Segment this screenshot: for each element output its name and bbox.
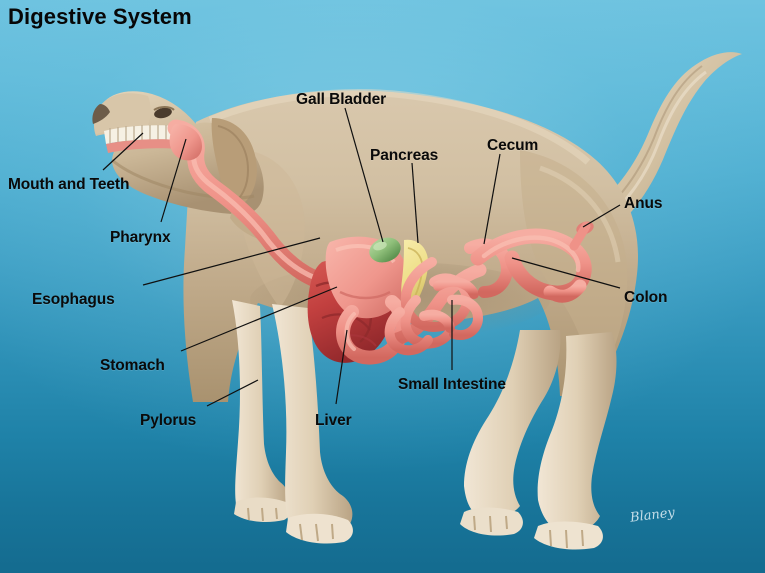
label-pancreas: Pancreas bbox=[370, 147, 439, 164]
label-anus: Anus bbox=[624, 195, 663, 212]
label-pylorus: Pylorus bbox=[140, 412, 197, 429]
leader-line-mouth-and-teeth bbox=[102, 132, 144, 171]
leader-lines bbox=[102, 107, 621, 407]
leader-line-anus bbox=[582, 204, 621, 228]
label-stomach: Stomach bbox=[100, 357, 165, 374]
leader-line-liver bbox=[335, 329, 348, 405]
small-intestine bbox=[384, 257, 484, 356]
label-esophagus: Esophagus bbox=[32, 291, 115, 308]
page-title: Digestive System bbox=[8, 4, 192, 29]
leader-line-esophagus bbox=[142, 237, 321, 286]
pharynx-region bbox=[169, 124, 202, 161]
label-cecum: Cecum bbox=[487, 137, 539, 154]
gall-bladder bbox=[369, 237, 401, 263]
leader-line-cecum bbox=[483, 153, 501, 245]
label-mouth-and-teeth: Mouth and Teeth bbox=[8, 176, 130, 193]
label-colon: Colon bbox=[624, 289, 668, 306]
leader-line-pylorus bbox=[206, 379, 259, 407]
dog-front-legs bbox=[232, 300, 353, 544]
colon-tube bbox=[470, 228, 592, 303]
label-small-intestine: Small Intestine bbox=[398, 376, 506, 393]
anus-opening bbox=[569, 221, 594, 251]
label-liver: Liver bbox=[315, 412, 352, 429]
digestive-tract bbox=[104, 119, 594, 365]
label-gall-bladder: Gall Bladder bbox=[296, 91, 387, 108]
label-pharynx: Pharynx bbox=[110, 229, 171, 246]
leader-line-pancreas bbox=[411, 162, 419, 244]
leader-line-gall-bladder bbox=[344, 107, 384, 243]
leader-line-stomach bbox=[180, 286, 338, 352]
leader-line-pharynx bbox=[160, 138, 187, 223]
dog-hind-legs bbox=[460, 330, 617, 550]
leader-line-colon bbox=[511, 257, 621, 289]
